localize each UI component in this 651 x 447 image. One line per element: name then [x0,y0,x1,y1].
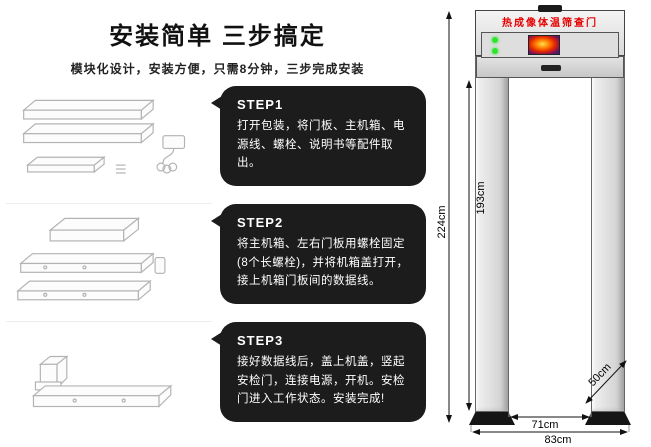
step1-label: STEP1 [237,97,284,112]
dim-inner-height: 193cm [475,181,487,215]
step-row-1: STEP1 打开包装，将门板、主机箱、电源线、螺栓、说明书等配件取出。 [6,86,430,204]
install-guide-section: 安装简单 三步搞定 模块化设计，安装方便，只需8分钟，三步完成安装 [6,23,430,440]
step3-illustration [6,322,212,440]
step1-drawing [22,99,186,174]
door-header-title: 热成像体温筛查门 [502,18,598,29]
step3-label: STEP3 [237,333,284,348]
product-diagram: 热成像体温筛查门 [435,0,651,447]
door-header: 热成像体温筛查门 [475,10,625,58]
step3-drawing [31,355,173,408]
step2-illustration [6,204,212,322]
status-leds [492,36,498,54]
step2-label: STEP2 [237,215,284,230]
step3-bubble: STEP3 接好数据线后，盖上机盖，竖起安检门，连接电源，开机。安检门进入工作状… [211,322,426,422]
door-top-sensor [538,5,562,12]
dim-total-height: 224cm [436,205,448,239]
step3-text: 接好数据线后，盖上机盖，竖起安检门，连接电源，开机。安检门进入工作状态。安装完成… [237,356,405,406]
status-led-green-2 [492,47,498,54]
step1-text: 打开包装，将门板、主机箱、电源线、螺栓、说明书等配件取出。 [237,120,405,170]
step2-bubble: STEP2 将主机箱、左右门板用螺栓固定(8个长螺栓)，并将机箱盖打开，接上机箱… [211,204,426,304]
dim-inner-width: 71cm [531,419,559,431]
door-handle [541,65,561,71]
step-row-3: STEP3 接好数据线后，盖上机盖，竖起安检门，连接电源，开机。安检门进入工作状… [6,322,430,440]
page-title: 安装简单 三步搞定 [109,23,326,50]
step1-bubble: STEP1 打开包装，将门板、主机箱、电源线、螺栓、说明书等配件取出。 [211,86,426,186]
steps-list: STEP1 打开包装，将门板、主机箱、电源线、螺栓、说明书等配件取出。 [6,86,430,440]
door-crossbar [476,56,624,78]
door-control-panel [481,32,619,58]
door-right-foot [585,412,631,425]
status-led-green-1 [492,36,498,43]
page-subtitle: 模块化设计，安装方便，只需8分钟，三步完成安装 [70,62,365,76]
thermal-display [528,35,560,55]
step2-text: 将主机箱、左右门板用螺栓固定(8个长螺栓)，并将机箱盖打开，接上机箱门板间的数据… [237,238,409,288]
dim-outer-width: 83cm [544,434,572,446]
step2-drawing [16,217,166,302]
door-left-foot [469,412,515,425]
step-row-2: STEP2 将主机箱、左右门板用螺栓固定(8个长螺栓)，并将机箱盖打开，接上机箱… [6,204,430,322]
step1-illustration [6,86,212,204]
